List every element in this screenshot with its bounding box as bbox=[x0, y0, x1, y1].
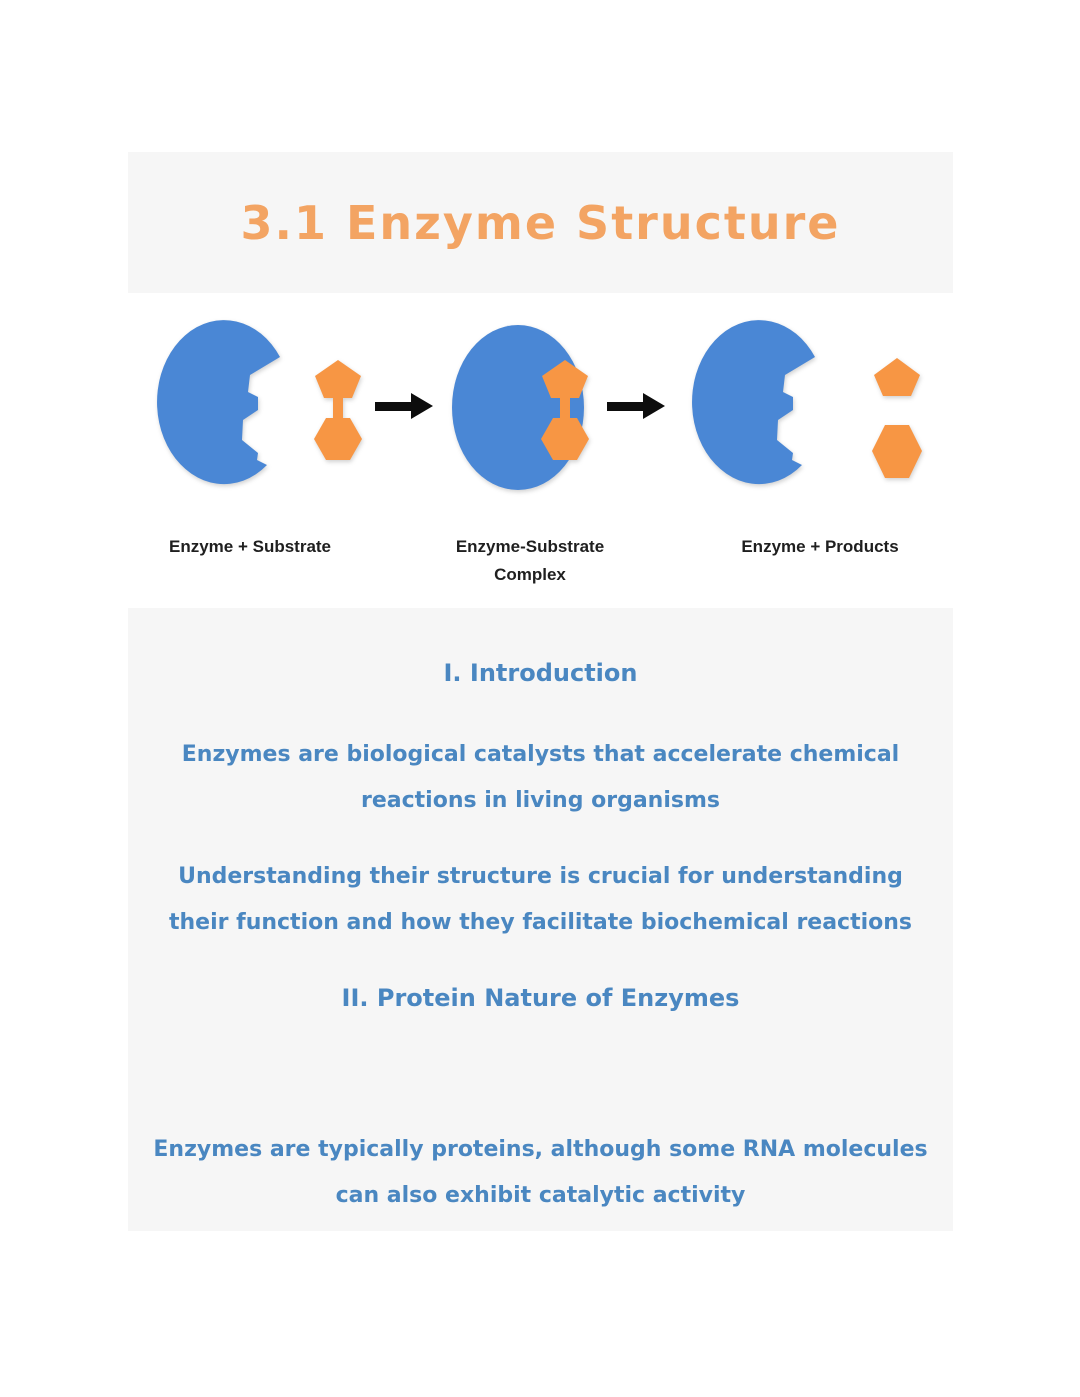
section-heading-protein-nature: II. Protein Nature of Enzymes bbox=[341, 984, 740, 1012]
arrow-right-icon bbox=[607, 393, 665, 419]
note-paragraph: Understanding their structure is crucial… bbox=[168, 864, 913, 935]
enzyme-shape bbox=[692, 320, 815, 485]
section-heading-introduction: I. Introduction bbox=[443, 659, 638, 687]
stage-label-enzyme-substrate: Enzyme + Substrate bbox=[168, 537, 332, 556]
page-title: 3.1 Enzyme Structure bbox=[240, 195, 841, 250]
enzyme-substrate-complex-shape bbox=[452, 325, 589, 490]
notes-card: 3.1 Enzyme Structure bbox=[128, 152, 953, 1231]
stage-label-products: Enzyme + Products bbox=[741, 537, 899, 556]
enzyme-shape bbox=[157, 320, 280, 485]
title-section: 3.1 Enzyme Structure bbox=[128, 152, 953, 293]
note-paragraph: Enzymes are typically proteins, although… bbox=[153, 1137, 928, 1208]
enzyme-diagram: Enzyme + Substrate Enzyme-Substrate Comp… bbox=[128, 293, 953, 608]
stage-label-complex: Enzyme-Substrate Complex bbox=[455, 537, 605, 584]
arrow-right-icon bbox=[375, 393, 433, 419]
product-shapes bbox=[872, 358, 922, 478]
substrate-shape bbox=[314, 360, 362, 460]
note-paragraph: Enzymes are biological catalysts that ac… bbox=[181, 742, 900, 813]
notes-text-section: I. Introduction Enzymes are biological c… bbox=[128, 608, 953, 1219]
